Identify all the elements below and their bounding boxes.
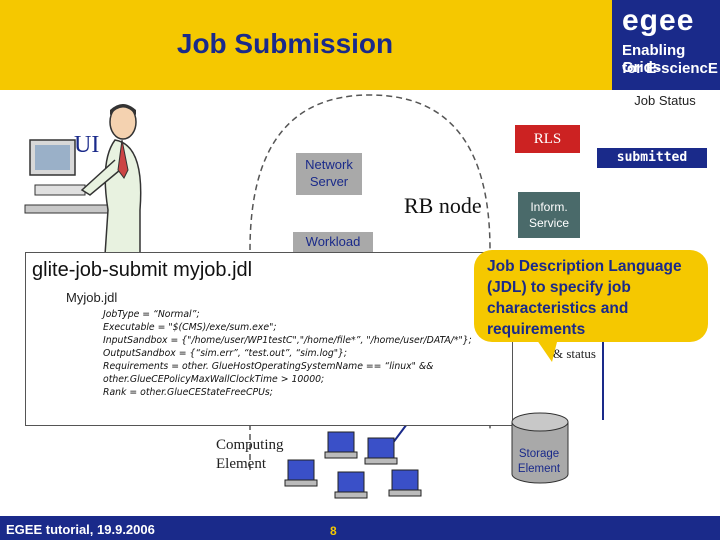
jdl-line: JobType = “Normal”; [103,309,200,320]
jdl-file-label: Myjob.jdl [66,290,118,305]
jdl-line: Rank = other.GlueCEStateFreeCPUs; [103,387,273,398]
footer-text: EGEE tutorial, 19.9.2006 [6,522,155,537]
user-at-computer-icon [24,104,142,256]
jdl-line: other.GlueCEPolicyMaxWallClockTime > 100… [103,374,325,385]
inform-service-box: Inform. Service [518,192,580,238]
egee-logo: egee Enabling Grids for E-sciencE [612,0,720,90]
jdl-line: InputSandbox = {"/home/user/WP1testC","/… [103,335,472,346]
header-band [0,0,720,90]
jdl-line: OutputSandbox = {“sim.err”, “test.out”, … [103,348,348,359]
footer-band [0,516,720,540]
network-server-box: Network Server [296,153,362,195]
jdl-line: Requirements = other. GlueHostOperatingS… [103,361,434,372]
logo-tagline-2: for E-sciencE [622,60,718,77]
jdl-callout [474,250,708,342]
workload-box: Workload [293,232,373,252]
rls-box: RLS [515,125,580,153]
storage-element-icon [511,412,569,484]
status-label: & status [553,346,596,361]
job-status-label: Job Status [634,93,696,108]
ui-label: UI [74,132,100,158]
page-number: 8 [330,524,337,538]
jdl-line: Executable = "$(CMS)/exe/sum.exe"; [103,322,277,333]
storage-element-label: Storage Element [517,448,561,475]
computing-element-label: Computing Element [216,437,284,472]
computing-element-cluster-icon [284,431,422,499]
rb-node-boundary [249,94,491,470]
logo-wordmark: egee [622,4,695,37]
rb-node-label: RB node [404,193,482,218]
jdl-panel: glite-job-submit myjob.jdl Myjob.jdl Job… [25,252,513,426]
logo-tagline-1: Enabling Grids [622,42,686,76]
submitted-status-badge: submitted [597,148,707,168]
jdl-callout-text: Job Description Language (JDL) to specif… [487,258,682,338]
submit-command: glite-job-submit myjob.jdl [32,259,253,281]
slide-title: Job Submission [176,28,394,59]
